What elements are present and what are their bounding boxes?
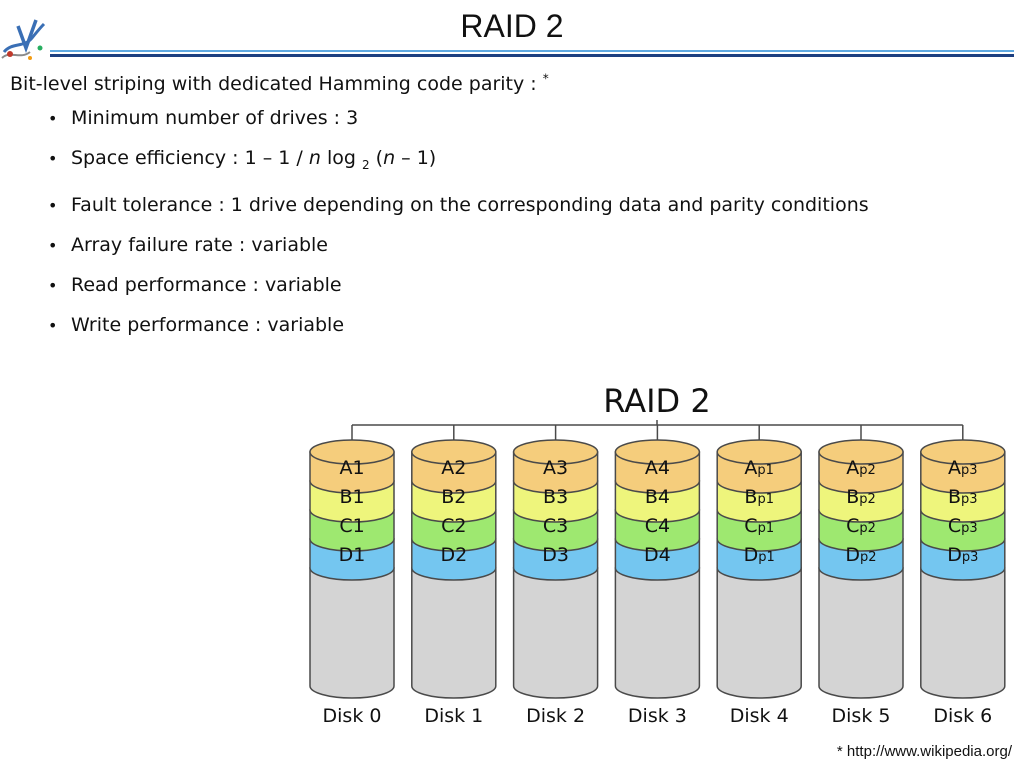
slide-title: RAID 2 [460, 8, 564, 44]
header-rule-thin [50, 50, 1014, 52]
block-label-c: C3 [543, 515, 568, 537]
bullet-list: • Minimum number of drives : 3 • Space eff… [10, 105, 1010, 339]
block-label-a: A4 [645, 457, 670, 479]
bullet-fault-tolerance: • Fault tolerance : 1 drive depending on … [10, 192, 941, 219]
bullet-dot: • [48, 195, 58, 215]
disk-empty-body [309, 567, 395, 699]
institution-logo [1, 19, 46, 60]
bullet-text: Minimum number of drives : 3 [71, 107, 359, 129]
block-label-c: C1 [339, 515, 364, 537]
diagram-title: RAID 2 [603, 382, 710, 420]
bullet-dot: • [48, 149, 58, 168]
disk-top-cap [614, 439, 701, 465]
block-label-b: B3 [543, 486, 568, 508]
block-label-d: D4 [644, 544, 671, 566]
footnote-marker: * [542, 71, 549, 86]
block-label-c: C2 [441, 515, 466, 537]
block-label-b: B4 [645, 486, 670, 508]
bullet-text: Read performance : variable [71, 273, 342, 296]
paren-open: ( [369, 147, 384, 169]
block-label-a: A2 [441, 457, 466, 479]
bullet-text-suffix: – 1) [395, 147, 437, 169]
disk-label: Disk 3 [628, 705, 687, 727]
block-label-d: D1 [339, 544, 366, 566]
block-label-b: Bp3 [948, 486, 978, 508]
disk-label: Disk 6 [933, 705, 992, 727]
bullet-read-performance: • Read performance : variable [10, 272, 941, 299]
disk-top-cap [411, 439, 497, 465]
block-label-c: C4 [645, 515, 670, 537]
block-label-b: Bp1 [744, 486, 774, 508]
block-label-a: Ap2 [846, 457, 876, 479]
bullet-array-failure: • Array failure rate : variable [10, 232, 941, 259]
var-n-2: n [383, 147, 396, 169]
disk-top-cap [920, 439, 1006, 465]
block-label-d: D3 [542, 544, 569, 566]
disk-empty-body [716, 567, 802, 699]
bullet-write-performance: • Write performance : variable [10, 312, 941, 339]
disk-top-cap [818, 439, 904, 465]
footnote-source: * http://www.wikipedia.org/ [836, 743, 1012, 760]
disk-empty-body [818, 567, 904, 699]
bullet-dot: • [48, 109, 58, 128]
block-label-d: Dp1 [744, 544, 775, 566]
disk-empty-body [920, 567, 1006, 699]
disk-empty-body [512, 567, 599, 699]
disk-top-cap [716, 439, 802, 465]
var-n: n [308, 147, 321, 169]
block-label-b: Bp2 [846, 486, 876, 508]
bullet-min-drives: • Minimum number of drives : 3 [10, 105, 941, 132]
bullet-dot: • [48, 275, 58, 295]
intro-text: Bit-level striping with dedicated Hammin… [10, 73, 543, 95]
bullet-text: Fault tolerance : 1 drive depending on t… [71, 193, 869, 216]
bullet-text: Array failure rate : variable [71, 233, 328, 256]
disk-label: Disk 2 [526, 705, 585, 727]
bullet-text-log: log [320, 147, 362, 169]
block-label-a: A3 [543, 457, 568, 479]
block-label-b: B1 [339, 486, 364, 508]
block-label-a: Ap1 [744, 457, 774, 479]
disk-empty-body [614, 567, 701, 699]
disk-label: Disk 4 [730, 705, 789, 727]
disk-top-cap [512, 439, 599, 465]
header-rule-thick [50, 54, 1014, 57]
block-label-c: Cp3 [948, 515, 978, 537]
block-label-d: Dp2 [845, 544, 876, 566]
block-label-d: D2 [440, 544, 467, 566]
log-base: 2 [361, 157, 370, 172]
bullet-space-efficiency: •Space efficiency : 1 – 1 / n log 2 (n –… [10, 145, 941, 179]
block-label-b: B2 [441, 486, 466, 508]
block-label-c: Cp1 [744, 515, 774, 537]
block-label-c: Cp2 [846, 515, 876, 537]
disk-empty-body [411, 567, 497, 699]
block-label-a: A1 [339, 457, 364, 479]
block-label-a: Ap3 [948, 457, 978, 479]
disk-label: Disk 1 [424, 705, 483, 727]
bullet-text: Write performance : variable [71, 313, 345, 336]
intro-line: Bit-level striping with dedicated Hammin… [10, 71, 1010, 97]
disk-top-cap [309, 439, 395, 465]
slide-content: Bit-level striping with dedicated Hammin… [10, 71, 1010, 352]
block-label-d: Dp3 [947, 544, 978, 566]
disk-label: Disk 5 [832, 705, 891, 727]
bullet-dot: • [48, 235, 58, 255]
disk-label: Disk 0 [323, 705, 382, 727]
bullet-dot: • [48, 315, 58, 335]
bullet-text-prefix: Space efficiency : 1 – 1 / [71, 147, 309, 169]
